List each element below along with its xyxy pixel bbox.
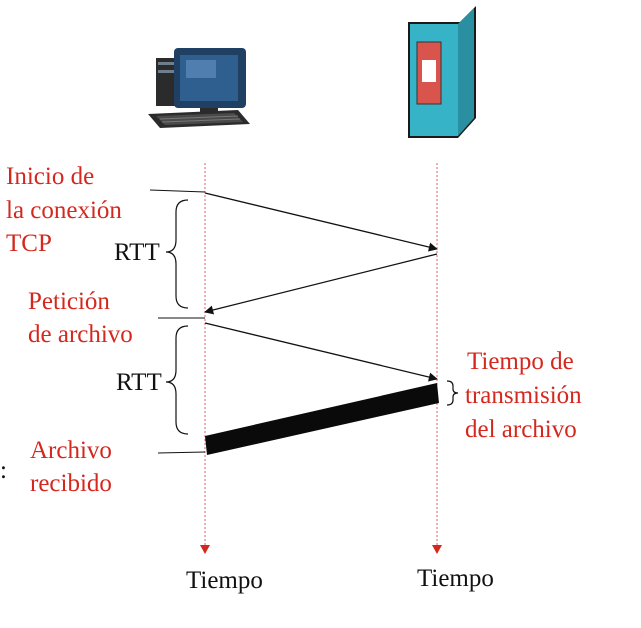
received-leader-line — [157, 451, 206, 454]
request-label-line2: de archivo — [28, 321, 133, 348]
transmission-label-line1: Tiempo de — [467, 348, 574, 375]
rtt-top-label: RTT — [114, 239, 160, 266]
request-label-line1: Petición — [28, 288, 110, 315]
transmission-brace — [446, 380, 459, 406]
received-label-line2: recibido — [30, 470, 112, 497]
request-arrow — [204, 322, 438, 382]
rtt-top-brace — [165, 199, 189, 309]
server-timeline-arrowhead — [432, 545, 442, 554]
client-timeline-arrowhead — [200, 545, 210, 554]
start-leader-line — [149, 189, 206, 193]
server-time-label: Tiempo — [417, 565, 494, 592]
server-tower-icon — [408, 6, 476, 138]
rtt-bottom-brace — [165, 325, 189, 435]
rtt-bottom-label: RTT — [116, 369, 162, 396]
start-label-line2: la conexión — [6, 197, 122, 224]
syn-arrow — [204, 192, 438, 252]
synack-arrow — [204, 253, 438, 315]
client-time-label: Tiempo — [186, 567, 263, 594]
transmission-label-line2: transmisión — [465, 382, 582, 409]
start-label-line1: Inicio de — [6, 163, 94, 190]
desktop-computer-icon — [148, 48, 250, 128]
received-label-line1: Archivo — [30, 437, 112, 464]
file-transmission-band — [205, 383, 439, 455]
edge-colon: : — [0, 457, 7, 484]
start-label-line3: TCP — [6, 230, 52, 257]
transmission-label-line3: del archivo — [465, 416, 577, 443]
